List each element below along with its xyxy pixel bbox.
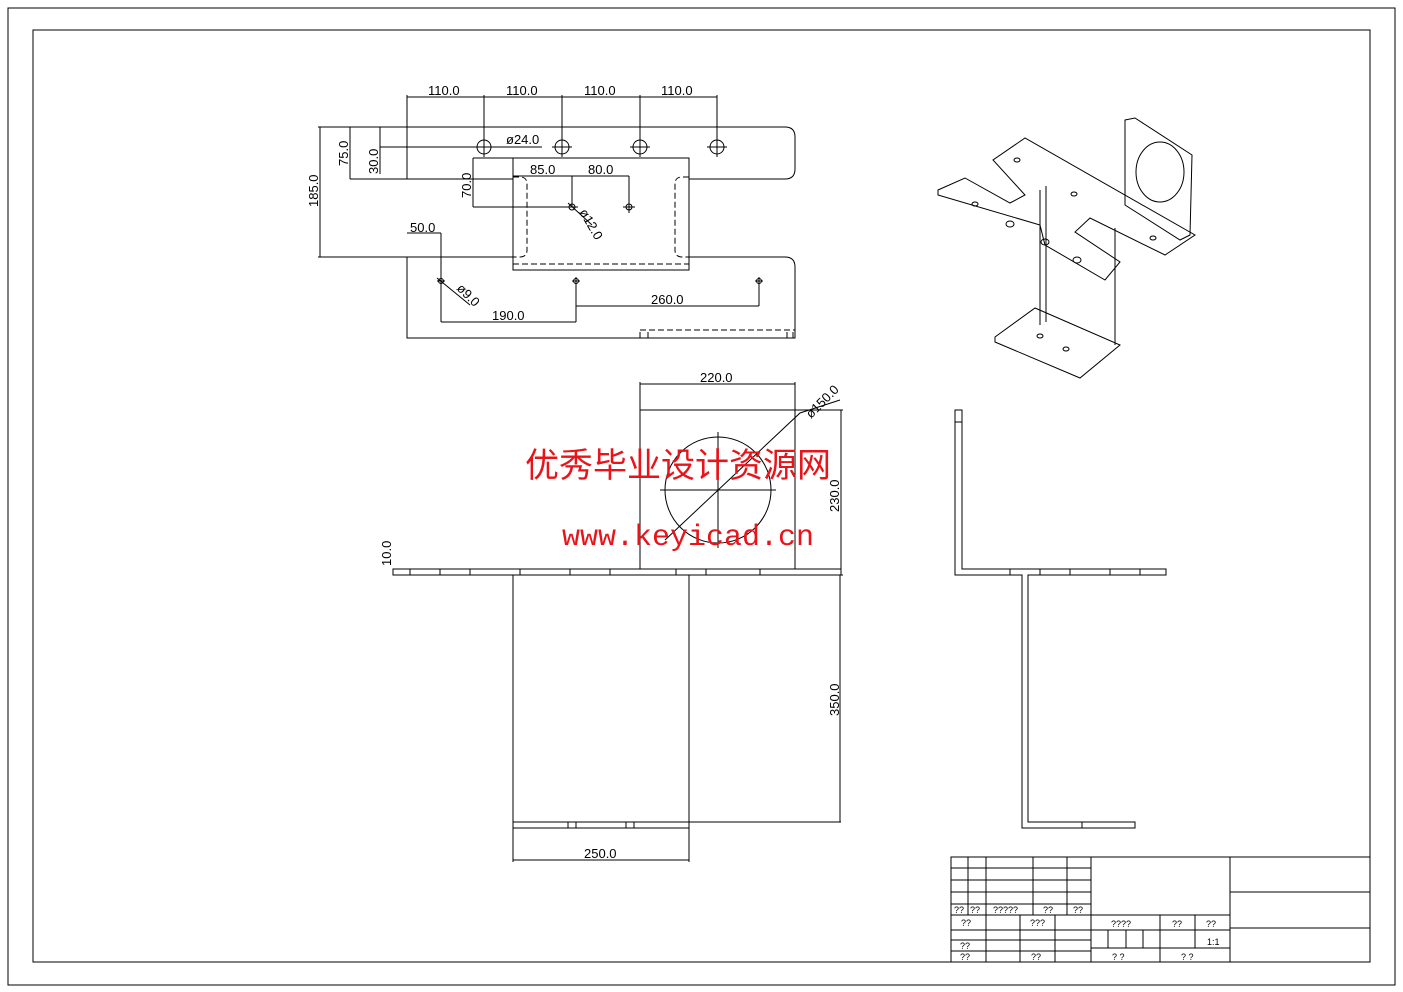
iso-flange [1124,117,1193,241]
dim-260: 260.0 [651,292,684,307]
side-view [954,409,1167,829]
upper-strip [407,126,796,180]
iso-bottom-plate [994,307,1121,379]
dim-80: 80.0 [588,162,613,177]
tb-cell: ??? [1030,918,1045,928]
dim-hole-9: ø9.0 [454,281,483,310]
upright-plate [639,409,796,570]
tb-cell: ????? [993,905,1018,915]
dim-pitch-4: 110.0 [661,83,693,98]
dim-185: 185.0 [306,174,321,207]
lower-plate [512,574,690,823]
dim-hole-12: ø12.0 [576,206,606,242]
tb-cell: ?? [1206,919,1216,929]
dim-75: 75.0 [336,141,351,166]
tb-cell: ?? [960,941,970,951]
lower-strip [406,256,796,339]
middle-plate [512,157,690,271]
watermark-url: www.keyicad.cn [562,521,814,555]
dim-70: 70.0 [459,173,474,198]
tb-cell: ?? [960,952,970,962]
tb-cell: ?? [1172,919,1182,929]
dim-30: 30.0 [366,149,381,174]
tb-cell: ? ? [1181,952,1194,962]
dim-190: 190.0 [492,308,525,323]
dim-hole-24: ø24.0 [506,132,539,147]
dim-350: 350.0 [827,683,842,716]
title-block: ?? ?? ????? ?? ?? ?? ??? ???? ?? ?? 1:1 … [950,856,1371,963]
dim-pitch-3: 110.0 [584,83,616,98]
tb-cell: ?? [954,905,964,915]
isometric-view [937,117,1196,379]
tb-cell: ???? [1111,919,1131,929]
dim-pitch-2: 110.0 [506,83,538,98]
holes-small [437,201,763,285]
base-plate [392,568,842,576]
dim-85: 85.0 [530,162,555,177]
dim-230: 230.0 [827,479,842,512]
tb-cell: ?? [970,905,980,915]
tb-cell: ?? [1031,952,1041,962]
top-view: 110.0 110.0 110.0 110.0 ø24.0 185.0 75.0… [306,83,796,339]
tb-scale: 1:1 [1207,937,1220,947]
tb-cell: ?? [1043,905,1053,915]
drawing-frame [32,29,1371,963]
tb-cell: ? ? [1112,952,1125,962]
dim-50: 50.0 [410,220,435,235]
iso-top-plate [937,137,1196,281]
dim-220: 220.0 [700,370,733,385]
dim-pitch-1: 110.0 [428,83,460,98]
dim-10: 10.0 [379,541,394,566]
front-view: 220.0 ø150.0 230.0 10.0 350.0 250.0 [379,370,843,862]
tb-cell: ?? [961,918,971,928]
outer-border [7,7,1396,986]
dim-250: 250.0 [584,846,617,861]
tb-cell: ?? [1073,905,1083,915]
watermark-title: 优秀毕业设计资源网 [525,446,831,486]
